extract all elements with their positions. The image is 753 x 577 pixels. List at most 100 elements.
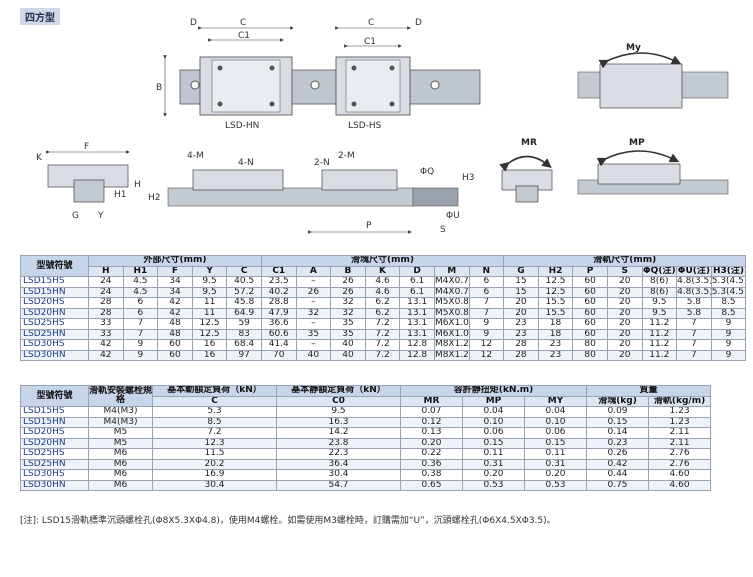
value-cell: 30.4 bbox=[276, 469, 401, 481]
value-cell: 60 bbox=[572, 286, 608, 298]
dim-d: D bbox=[190, 18, 197, 28]
value-cell: – bbox=[295, 276, 332, 288]
value-cell: 20 bbox=[606, 349, 643, 361]
value-cell: 15.5 bbox=[537, 307, 574, 319]
value-cell: 7 bbox=[122, 318, 159, 330]
value-cell: 12.8 bbox=[399, 349, 435, 361]
caption-hs: LSD-HS bbox=[348, 121, 382, 131]
model-cell: LSD15HN bbox=[20, 286, 89, 298]
value-cell: 0.36 bbox=[400, 458, 463, 470]
value-cell: 7 bbox=[676, 318, 712, 330]
value-cell: 20 bbox=[503, 297, 539, 309]
load-table: 型號符號 滑軌安裝螺栓規格 基本動額定負荷（kN） 基本靜額定負荷（kN） 容許… bbox=[20, 385, 712, 491]
value-cell: 64.9 bbox=[226, 307, 262, 319]
dim-4m: 4-M bbox=[187, 151, 204, 161]
value-cell: M4(M3) bbox=[88, 416, 153, 428]
value-cell: M5 bbox=[88, 427, 153, 439]
value-cell: 7 bbox=[676, 349, 712, 361]
section-badge: 四方型 bbox=[20, 8, 60, 25]
value-cell: 12.5 bbox=[537, 286, 574, 298]
value-cell: 0.44 bbox=[586, 469, 650, 481]
col-header: P bbox=[572, 265, 608, 277]
value-cell: 6.1 bbox=[399, 276, 435, 288]
dim-h: H bbox=[134, 180, 141, 190]
value-cell: 4.5 bbox=[122, 286, 159, 298]
value-cell: 23 bbox=[537, 349, 574, 361]
table-row: LSD30HS429601668.441.4–407.212.8M8X1.251… bbox=[20, 339, 747, 351]
value-cell: 16 bbox=[191, 349, 228, 361]
value-cell: 35 bbox=[330, 318, 366, 330]
value-cell: 0.15 bbox=[586, 416, 650, 428]
dim-c1-hs: C1 bbox=[364, 37, 376, 47]
value-cell: 4.6 bbox=[364, 286, 401, 298]
value-cell: 20.2 bbox=[152, 458, 277, 470]
value-cell: 12 bbox=[468, 349, 505, 361]
value-cell: 5.3(4.5) bbox=[710, 286, 747, 298]
moment-mr-sketch bbox=[499, 155, 553, 203]
dim-d-hs: D bbox=[415, 18, 422, 28]
value-cell: 9.5 bbox=[191, 276, 228, 288]
value-cell: 7.2 bbox=[364, 349, 401, 361]
value-cell: 83 bbox=[226, 328, 262, 340]
value-cell: M6 bbox=[88, 448, 153, 460]
value-cell: 32 bbox=[295, 307, 332, 319]
dim-h1: H1 bbox=[114, 190, 127, 200]
value-cell: 26 bbox=[295, 286, 332, 298]
value-cell: 20 bbox=[606, 339, 643, 351]
footnote: [注]: LSD15滑軌標準沉頭螺栓孔(Φ8X5.3XΦ4.8)，使用M4螺栓。… bbox=[20, 516, 556, 526]
value-cell: 23 bbox=[537, 339, 574, 351]
col-header: ΦU(注) bbox=[676, 265, 712, 277]
value-cell: 9.5 bbox=[641, 297, 678, 309]
value-cell: 6 bbox=[122, 307, 159, 319]
value-cell: 2.76 bbox=[648, 448, 712, 460]
value-cell: 2.11 bbox=[648, 427, 712, 439]
header-rail: 滑軌尺寸(mm) bbox=[503, 255, 747, 267]
value-cell: 15 bbox=[503, 276, 539, 288]
block-hn bbox=[199, 56, 293, 116]
value-cell: 6 bbox=[468, 276, 505, 288]
value-cell: 8.5 bbox=[710, 307, 747, 319]
value-cell: 4.6 bbox=[364, 276, 401, 288]
sub-c0: C0 bbox=[276, 395, 401, 407]
value-cell: 23.8 bbox=[276, 437, 401, 449]
col-header: H2 bbox=[537, 265, 574, 277]
value-cell: 0.31 bbox=[462, 458, 525, 470]
value-cell: 40.5 bbox=[226, 276, 262, 288]
value-cell: 9 bbox=[468, 328, 505, 340]
model-cell: LSD25HN bbox=[20, 458, 89, 470]
header-moment: 容許靜扭矩(kN.m) bbox=[399, 385, 588, 397]
value-cell: 48 bbox=[157, 328, 193, 340]
value-cell: 13.1 bbox=[399, 307, 435, 319]
value-cell: 70 bbox=[260, 349, 297, 361]
value-cell: 60 bbox=[157, 349, 193, 361]
value-cell: 12.8 bbox=[399, 339, 435, 351]
col-header: H1 bbox=[122, 265, 159, 277]
sub-block-mass: 滑塊(kg) bbox=[586, 395, 650, 407]
model-cell: LSD30HS bbox=[20, 469, 89, 481]
model-cell: LSD20HN bbox=[20, 437, 89, 449]
value-cell: 0.53 bbox=[462, 479, 525, 491]
value-cell: 0.65 bbox=[400, 479, 463, 491]
value-cell: M6 bbox=[88, 479, 153, 491]
model-cell: LSD30HN bbox=[20, 349, 89, 361]
model-cell: LSD15HN bbox=[20, 416, 89, 428]
value-cell: 2.76 bbox=[648, 458, 712, 470]
value-cell: 40 bbox=[330, 349, 366, 361]
value-cell: 24 bbox=[88, 276, 124, 288]
value-cell: 0.42 bbox=[586, 458, 650, 470]
value-cell: 40 bbox=[295, 349, 332, 361]
value-cell: 0.15 bbox=[523, 437, 588, 449]
model-cell: LSD30HS bbox=[20, 339, 89, 351]
value-cell: 35 bbox=[330, 328, 366, 340]
value-cell: 11.5 bbox=[152, 448, 277, 460]
value-cell: – bbox=[295, 339, 332, 351]
value-cell: 0.26 bbox=[586, 448, 650, 460]
value-cell: 28 bbox=[88, 307, 124, 319]
dim-y: Y bbox=[97, 211, 104, 221]
